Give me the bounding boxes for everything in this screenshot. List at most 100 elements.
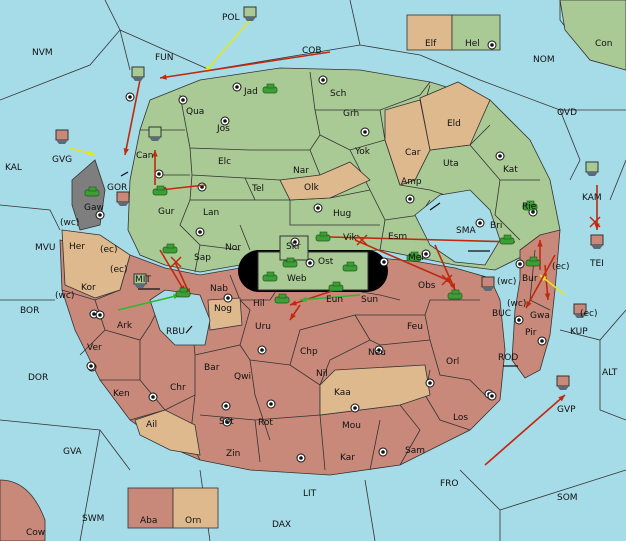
territory-label: Nor: [225, 243, 241, 253]
territory-label: Web: [287, 274, 307, 284]
fleet-unit-icon[interactable]: [585, 161, 599, 173]
territory-label: Kat: [503, 165, 518, 175]
cut-marker-icon: [170, 256, 182, 268]
territory-label: Ost: [318, 257, 334, 267]
land-ail: [134, 409, 201, 456]
fleet-unit-icon[interactable]: [55, 129, 69, 141]
sea-label: Gwa: [530, 311, 550, 321]
fleet-hull: [482, 287, 494, 291]
territory-label: Bri: [490, 221, 502, 231]
cut-marker-icon: [589, 216, 601, 228]
convoy-link-icon: [120, 171, 129, 177]
supply-center-dot: [224, 404, 228, 408]
fleet-unit-icon[interactable]: [481, 276, 495, 288]
territory-label: Kor: [81, 283, 96, 293]
territory-label: Ver: [87, 343, 102, 353]
order-arrow: [289, 289, 336, 306]
army-unit-turret: [286, 257, 295, 263]
territory-label: Ark: [117, 321, 133, 331]
territory-label: Chp: [300, 347, 318, 357]
sea-label: FRO: [440, 479, 459, 489]
territory-label: Yok: [354, 147, 371, 157]
sea-label: Gaw: [84, 203, 104, 213]
supply-center-dot: [353, 406, 357, 410]
fleet-unit-icon[interactable]: [131, 66, 145, 78]
army-unit-turret: [529, 256, 538, 262]
supply-center-dot: [518, 262, 522, 266]
fleet-hull: [132, 77, 144, 81]
supply-center-dot: [151, 395, 155, 399]
fleet-hull: [557, 386, 569, 390]
territory-label: Hil: [253, 299, 265, 309]
legend-top: Elf Hel: [406, 14, 501, 51]
supply-center-dot: [98, 213, 102, 217]
order-arrow: [354, 239, 453, 283]
territory-label: Sun: [361, 295, 378, 305]
sea-label: GVA: [63, 447, 83, 457]
supply-center-dot: [531, 210, 535, 214]
order-arrowhead: [558, 395, 565, 402]
army-unit-turret: [266, 271, 275, 277]
supply-center-dot: [92, 312, 96, 316]
territory-label: Uta: [443, 159, 459, 169]
territory-label: Olk: [304, 183, 320, 193]
supply-center-dot: [299, 456, 303, 460]
fleet-unit-icon[interactable]: [243, 6, 257, 18]
territory-label: Esm: [388, 232, 407, 242]
territory-label: Obs: [418, 281, 436, 291]
legend-top-2: Hel: [465, 39, 480, 49]
territory-label: Jos: [216, 124, 230, 134]
order-arrow: [204, 19, 251, 73]
supply-center-dot: [181, 98, 185, 102]
fleet-hull: [586, 172, 598, 176]
supply-center-dot: [98, 313, 102, 317]
supply-center-dot: [498, 154, 502, 158]
supply-center-dot: [478, 221, 482, 225]
territory-label: Rot: [258, 418, 273, 428]
army-unit-turret: [332, 281, 341, 287]
territory-label: Orl: [446, 357, 459, 367]
order-arrowhead: [526, 301, 532, 308]
territory-label: Sch: [330, 89, 346, 99]
sea-label: KUP: [570, 327, 588, 337]
land-kaa: [319, 364, 431, 416]
sea-label: (wc): [497, 277, 516, 287]
territory-label: Hug: [333, 209, 351, 219]
supply-center-dot: [321, 78, 325, 82]
sea-label: COB: [302, 46, 322, 56]
sea-label: DOR: [28, 373, 48, 383]
supply-center-dot: [428, 381, 432, 385]
sea-label: OVD: [557, 108, 577, 118]
order-arrow: [124, 79, 141, 156]
sea-label: ROD: [498, 353, 518, 363]
sea-label: SWM: [82, 514, 104, 524]
army-unit-turret: [179, 287, 188, 293]
army-unit-turret: [278, 293, 287, 299]
territory-label: Zin: [226, 449, 240, 459]
territory-label: Nar: [293, 166, 309, 176]
territory-label: Her: [69, 242, 85, 252]
fleet-hull: [244, 17, 256, 21]
fleet-unit-icon[interactable]: [556, 375, 570, 387]
fleet-unit-icon[interactable]: [116, 191, 130, 203]
territory-label: Car: [405, 148, 421, 158]
sea-label: RBU: [166, 327, 185, 337]
sea-label: NVM: [32, 48, 53, 58]
army-unit-turret: [166, 243, 175, 249]
supply-center-dot: [517, 318, 521, 322]
supply-center-dot: [223, 119, 227, 123]
convoy-link-icon: [185, 325, 193, 334]
sea-label: POL: [222, 13, 240, 23]
army-unit-turret: [156, 185, 165, 191]
sea-label: ALT: [602, 368, 618, 378]
supply-center-dot: [89, 364, 93, 368]
fleet-unit-icon[interactable]: [590, 234, 604, 246]
sea-label: FUN: [155, 53, 174, 63]
fleet-unit-icon[interactable]: [148, 126, 162, 138]
sea-label: (wc): [55, 291, 74, 301]
order-arrowhead: [540, 275, 547, 282]
territory-label: Kar: [340, 453, 355, 463]
territory-label: Grh: [343, 109, 359, 119]
order-arrowhead: [152, 150, 158, 157]
order-arrow: [525, 254, 556, 309]
